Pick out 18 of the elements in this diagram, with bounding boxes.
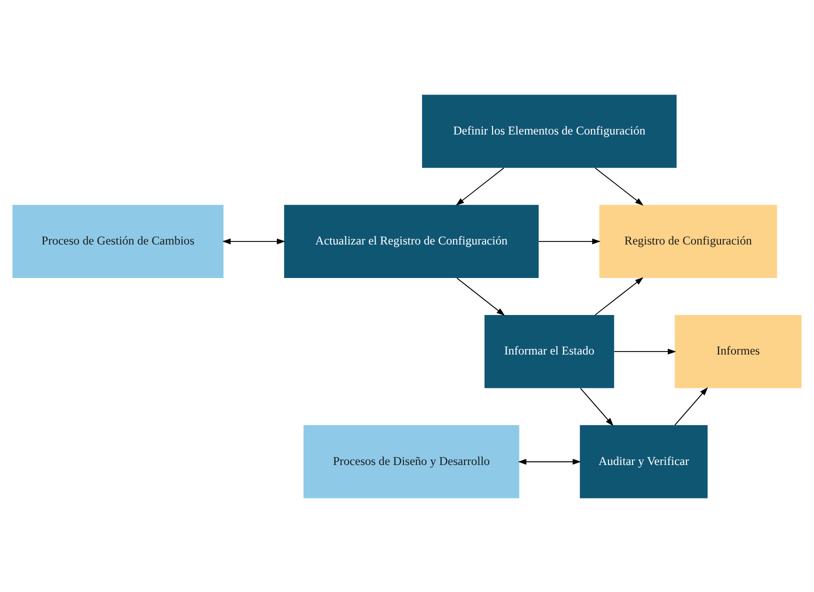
arrow [594, 276, 644, 315]
node-box: Actualizar el Registro de Configuración [284, 204, 539, 278]
node-box: Procesos de Diseño y Desarrollo [304, 424, 520, 498]
arrow [614, 348, 676, 354]
arrow [222, 238, 286, 244]
arrow [456, 277, 505, 316]
node-box: Auditar y Verificar [580, 424, 708, 498]
arrow [518, 458, 582, 464]
node-box: Definir los Elementos de Configuración [422, 94, 677, 168]
node-box: Informar el Estado [484, 314, 614, 388]
node-box: Registro de Configuración [599, 204, 778, 278]
node-box: Informes [674, 314, 802, 388]
arrow [580, 387, 614, 426]
arrow [594, 166, 644, 206]
arrow [538, 238, 601, 244]
node-box: Proceso de Gestión de Cambios [12, 204, 224, 278]
arrow [456, 166, 504, 206]
arrow [674, 386, 708, 426]
